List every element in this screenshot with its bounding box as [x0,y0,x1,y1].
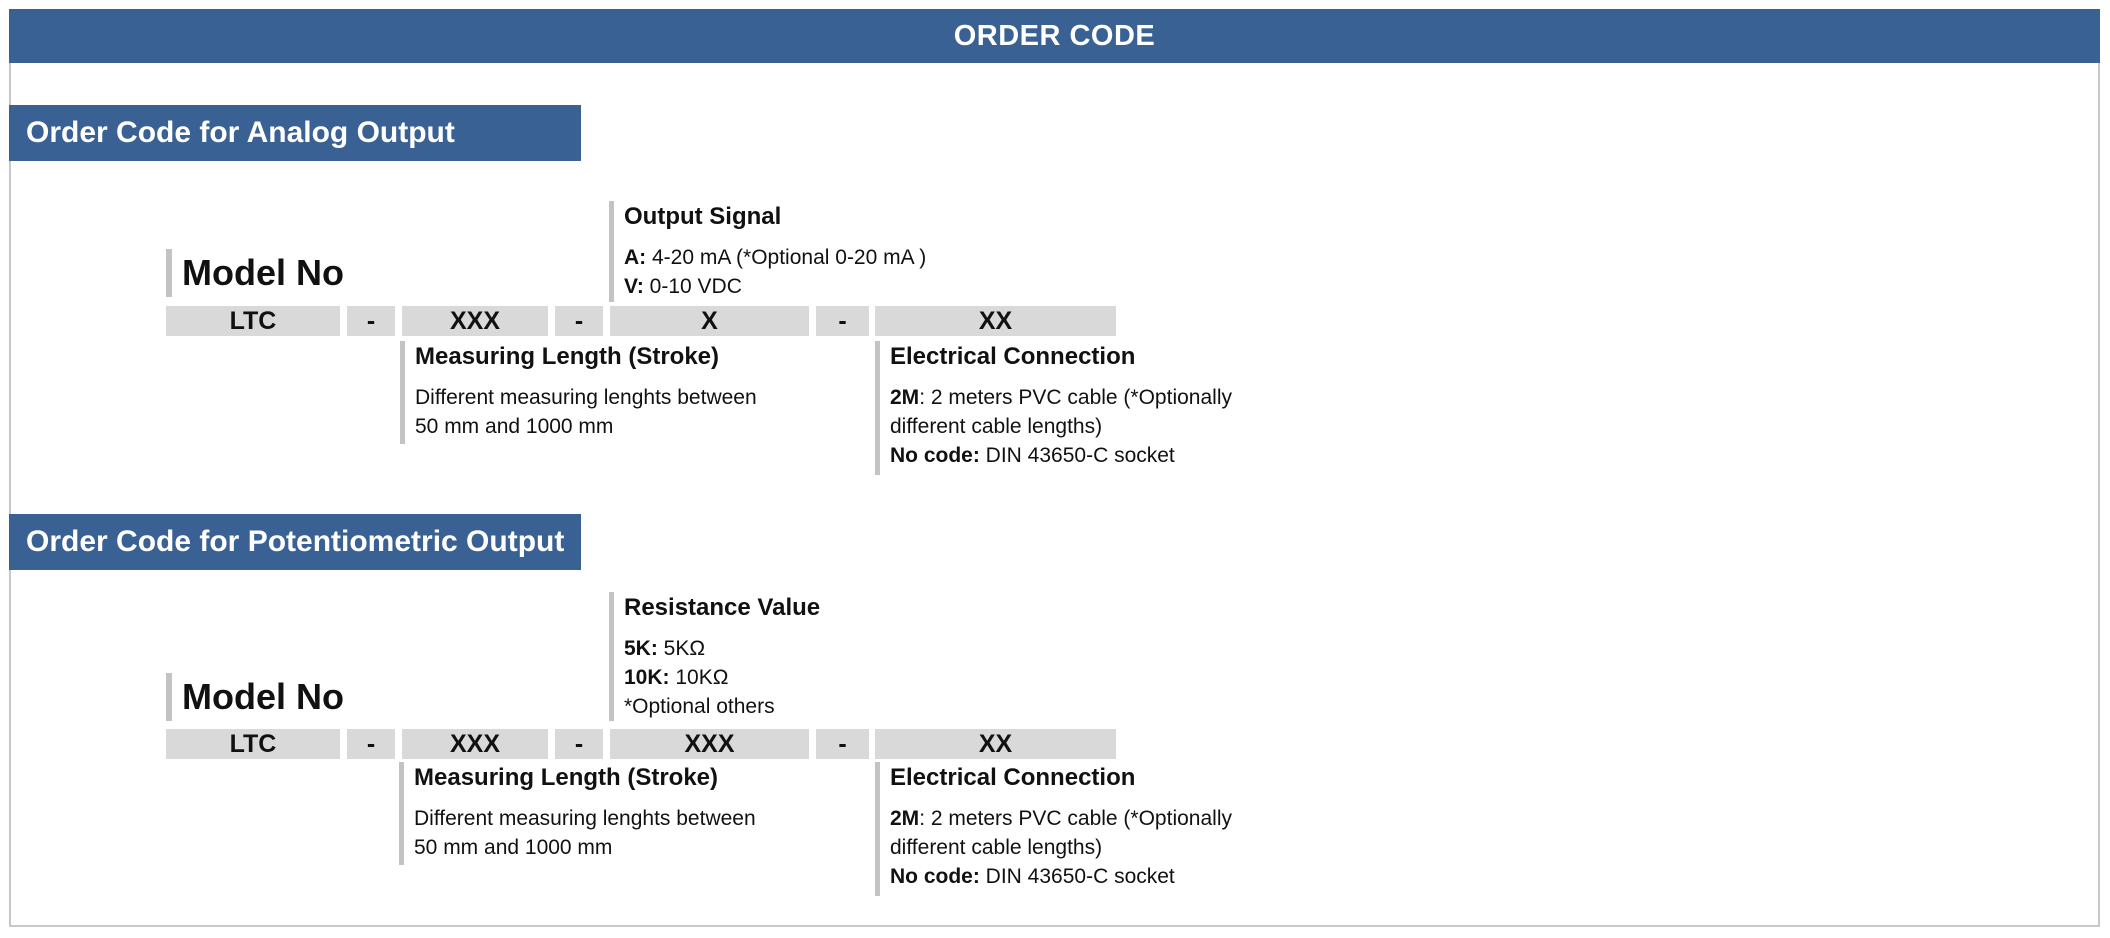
resistance-value-block: Resistance Value 5K: 5KΩ 10K: 10KΩ *Opti… [609,592,820,721]
measuring-length-line: Different measuring lenghts between [414,807,756,830]
electrical-connection-block: Electrical Connection 2M: 2 meters PVC c… [875,341,1232,475]
electrical-connection-line: 2M: 2 meters PVC cable (*Optionally [890,386,1232,409]
measuring-length-line: Different measuring lenghts between [415,386,757,409]
electrical-connection-line: different cable lengths) [890,836,1103,859]
code-cell-length: XXX [402,306,548,336]
resistance-value-line: 5K: 5KΩ [624,637,706,660]
output-signal-line: A: 4-20 mA (*Optional 0-20 mA ) [624,246,927,269]
code-cell-separator: - [347,729,395,759]
code-cell-connection: XX [875,306,1116,336]
potentiometric-section-header: Order Code for Potentiometric Output [9,514,581,570]
code-cell-signal: X [610,306,809,336]
resistance-value-title: Resistance Value [624,594,821,621]
measuring-length-title: Measuring Length (Stroke) [414,764,719,791]
output-signal-block: Output Signal A: 4-20 mA (*Optional 0-20… [609,201,926,302]
measuring-length-line: 50 mm and 1000 mm [414,836,613,859]
electrical-connection-block: Electrical Connection 2M: 2 meters PVC c… [875,762,1232,896]
code-cell-model: LTC [166,306,340,336]
code-cell-model: LTC [166,729,340,759]
electrical-connection-title: Electrical Connection [890,343,1136,370]
measuring-length-block: Measuring Length (Stroke) Different meas… [400,341,757,444]
electrical-connection-line: No code: DIN 43650-C socket [890,444,1175,467]
code-cell-separator: - [816,729,869,759]
measuring-length-title: Measuring Length (Stroke) [415,343,720,370]
electrical-connection-line: 2M: 2 meters PVC cable (*Optionally [890,807,1232,830]
analog-section-header: Order Code for Analog Output [9,105,581,161]
order-code-header: ORDER CODE [9,9,2100,63]
measuring-length-block: Measuring Length (Stroke) Different meas… [399,762,756,865]
output-signal-line: V: 0-10 VDC [624,275,742,298]
resistance-value-line: 10K: 10KΩ [624,666,729,689]
model-no-label: Model No [166,249,344,297]
code-cell-separator: - [816,306,869,336]
electrical-connection-line: No code: DIN 43650-C socket [890,865,1175,888]
code-cell-length: XXX [402,729,548,759]
code-cell-separator: - [555,729,603,759]
code-cell-connection: XX [875,729,1116,759]
measuring-length-line: 50 mm and 1000 mm [415,415,614,438]
electrical-connection-title: Electrical Connection [890,764,1136,791]
output-signal-title: Output Signal [624,203,782,230]
resistance-value-line: *Optional others [624,695,775,718]
electrical-connection-line: different cable lengths) [890,415,1103,438]
code-cell-resistance: XXX [610,729,809,759]
code-cell-separator: - [555,306,603,336]
code-cell-separator: - [347,306,395,336]
model-no-label: Model No [166,673,344,721]
